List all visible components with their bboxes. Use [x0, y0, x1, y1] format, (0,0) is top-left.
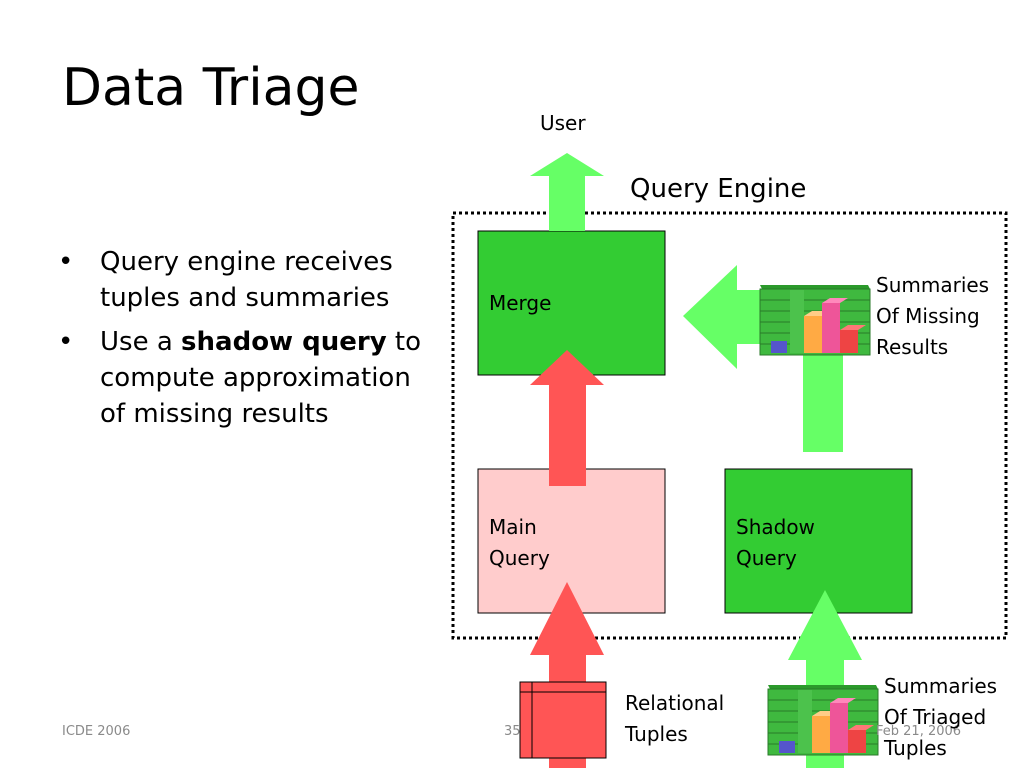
summaries-missing-line: Summaries	[876, 273, 990, 297]
relational-tuples-label: Relational Tuples	[625, 688, 724, 750]
summaries-triaged-line: Of Triaged	[884, 705, 987, 729]
bullet-text: Use a	[100, 327, 182, 357]
left-arrow-summaries-to-merge	[683, 265, 770, 369]
summaries-triaged-label: Summaries Of Triaged Tuples	[884, 671, 997, 764]
shadow-query-label: Shadow Query	[736, 512, 815, 574]
bullet-bold-text: shadow query	[181, 327, 387, 357]
arrow-shaft-shadow-to-summaries	[803, 352, 843, 452]
merge-label: Merge	[489, 291, 552, 315]
shadow-query-box	[724, 468, 913, 614]
relational-tuples-line: Relational	[625, 691, 725, 715]
summaries-triaged-line: Tuples	[884, 736, 947, 760]
merge-box	[477, 230, 666, 376]
bullet-text: to compute approximation of missing resu…	[100, 327, 422, 429]
query-engine-boundary	[451, 211, 1008, 640]
footer-date: Feb 21, 2006	[876, 724, 962, 739]
summaries-missing-line: Of Missing	[876, 304, 980, 328]
slide-title: Data Triage	[62, 58, 360, 118]
bar-chart-icon	[759, 285, 871, 356]
up-arrow-to-user	[530, 153, 604, 231]
summaries-triaged-line: Summaries	[884, 674, 998, 698]
bullet-item: • Query engine receives tuples and summa…	[58, 244, 443, 316]
bullet-text: Query engine receives tuples and summari…	[100, 247, 393, 313]
summaries-missing-line: Results	[876, 335, 949, 359]
bullet-dot-icon: •	[58, 247, 74, 277]
summaries-missing-label: Summaries Of Missing Results	[876, 270, 989, 363]
bullet-item: • Use a shadow query to compute approxim…	[58, 324, 443, 432]
query-engine-label: Query Engine	[630, 174, 807, 204]
footer-left: ICDE 2006	[62, 724, 131, 739]
main-query-box	[477, 468, 666, 614]
relational-tuples-line: Tuples	[625, 722, 688, 746]
bar-chart-icon	[767, 685, 879, 756]
bullet-list: • Query engine receives tuples and summa…	[58, 244, 443, 440]
up-arrow-main-to-merge	[530, 350, 604, 486]
user-label: User	[540, 111, 586, 135]
table-icon	[519, 681, 607, 759]
bullet-dot-icon: •	[58, 327, 74, 357]
page-number: 35	[504, 724, 521, 739]
shadow-query-line: Shadow	[736, 515, 815, 539]
main-query-label: Main Query	[489, 512, 550, 574]
main-query-line: Main	[489, 515, 537, 539]
shadow-query-line: Query	[736, 546, 797, 570]
main-query-line: Query	[489, 546, 550, 570]
